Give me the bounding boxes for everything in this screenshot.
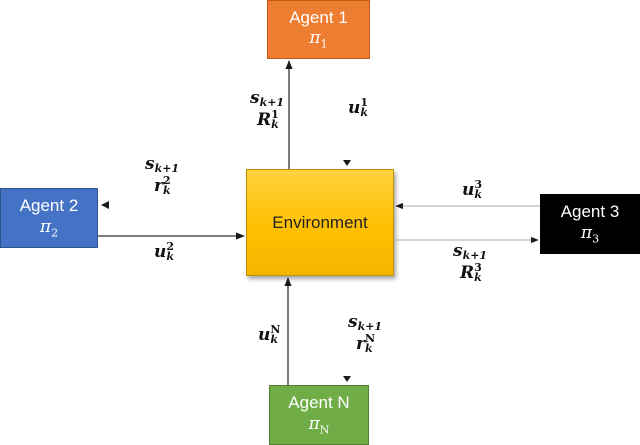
agent-n-node: Agent N πN [269, 385, 369, 445]
agent-2-node: Agent 2 π2 [0, 188, 98, 248]
agent1-state-label: s k+1 [250, 87, 285, 110]
agent-2-label: Agent 2 [19, 196, 79, 216]
agent-1-label: Agent 1 [289, 7, 348, 27]
arrowhead-agent1-to-env [343, 160, 351, 166]
agent-3-policy: π3 [580, 222, 600, 246]
arrowhead-env-to-agent2 [101, 201, 109, 209]
agent-1-policy: π1 [309, 28, 328, 51]
agent2-state-label: s k+1 [145, 153, 180, 176]
agent-1-node: Agent 1 π1 [267, 0, 370, 59]
agent3-state-label: s k+1 [453, 240, 488, 263]
arrowhead-env-to-agentn [343, 376, 351, 382]
agent-3-node: Agent 3 π3 [540, 194, 640, 254]
environment-node: Environment [246, 169, 394, 276]
agentn-state-label: s k+1 [348, 311, 383, 334]
agent-3-label: Agent 3 [560, 202, 620, 222]
agent-n-policy: πN [308, 413, 330, 437]
environment-label: Environment [272, 212, 368, 232]
agent-n-label: Agent N [288, 393, 350, 413]
agent-2-policy: π2 [39, 216, 59, 240]
